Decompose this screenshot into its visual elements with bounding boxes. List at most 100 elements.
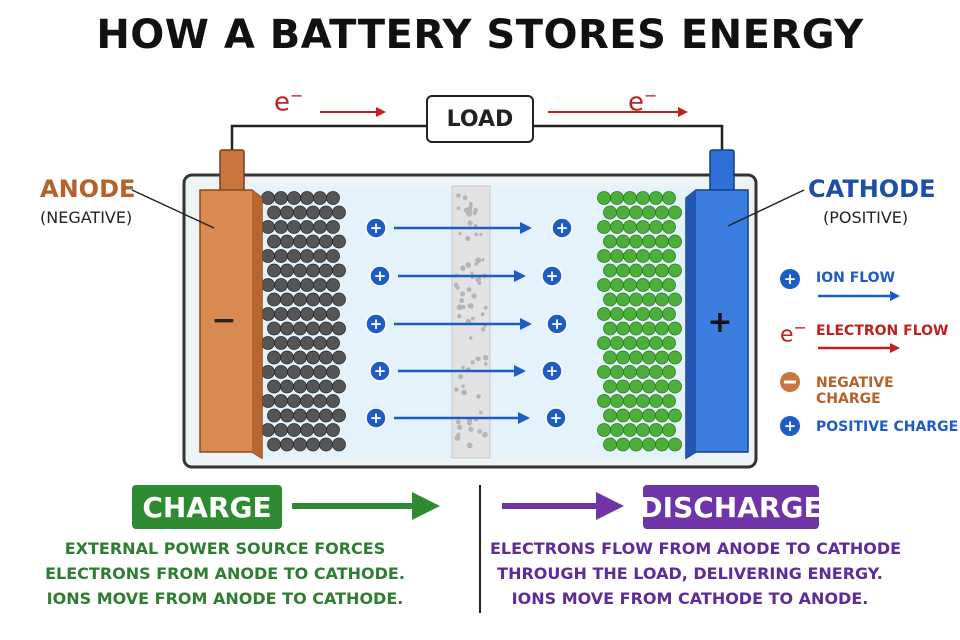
ion-icon xyxy=(545,407,567,429)
separator-pore xyxy=(479,410,483,415)
anode-particle xyxy=(287,278,301,292)
anode-particle xyxy=(326,220,340,234)
separator-pore xyxy=(467,304,472,308)
anode-particle xyxy=(280,379,294,394)
cathode-particle xyxy=(616,263,630,278)
cathode-particle xyxy=(655,292,669,307)
discharge-line: IONS MOVE FROM CATHODE TO ANODE. xyxy=(511,589,869,608)
cathode-particle xyxy=(642,437,656,452)
anode-particle xyxy=(300,249,314,263)
anode-particle xyxy=(313,191,327,205)
anode-particle xyxy=(326,394,340,408)
svg-text:+: + xyxy=(784,417,797,435)
anode-title: ANODE xyxy=(40,175,136,203)
anode-particle xyxy=(300,336,314,350)
anode-particle xyxy=(319,205,333,220)
anode-particle xyxy=(326,278,340,292)
ion-icon xyxy=(541,360,563,382)
charge-line: EXTERNAL POWER SOURCE FORCES xyxy=(64,539,386,558)
charge-line: IONS MOVE FROM ANODE TO CATHODE. xyxy=(46,589,404,608)
cathode-particle xyxy=(668,292,682,307)
anode-particle xyxy=(300,191,314,205)
cathode-particle xyxy=(668,263,682,278)
anode-particle xyxy=(326,191,340,205)
separator-pore xyxy=(475,257,482,264)
anode-particle xyxy=(293,437,307,452)
separator-pore xyxy=(470,271,474,275)
separator-pore xyxy=(456,193,461,198)
cathode-particle xyxy=(603,350,617,365)
separator-pore xyxy=(480,327,486,332)
ion-sign: + xyxy=(370,315,383,333)
legend-negative-charge-icon xyxy=(780,372,800,392)
separator-pore xyxy=(454,387,459,392)
electron-arrow-right xyxy=(548,107,688,117)
discharge-description: ELECTRONS FLOW FROM ANODE TO CATHODE THR… xyxy=(490,536,901,611)
legend-ion-flow-arrow xyxy=(818,291,900,301)
anode-particle xyxy=(274,336,288,350)
cathode-particle xyxy=(629,408,643,423)
anode-particle xyxy=(280,263,294,278)
cathode-particle xyxy=(623,220,637,234)
separator-pore xyxy=(468,426,474,432)
ion-icon xyxy=(365,217,387,239)
cathode-particle xyxy=(629,234,643,249)
legend-positive-charge-label: POSITIVE CHARGE xyxy=(816,419,959,435)
separator-pore xyxy=(474,232,479,237)
separator-pore xyxy=(481,258,485,262)
cathode-particle xyxy=(610,394,624,408)
separator-pore xyxy=(462,195,468,201)
cathode-particle xyxy=(623,249,637,263)
ion-arrow-head xyxy=(520,222,532,234)
anode-particle xyxy=(313,365,327,379)
ion-arrow-head xyxy=(514,365,526,377)
anode-particle xyxy=(300,220,314,234)
charge-description: EXTERNAL POWER SOURCE FORCES ELECTRONS F… xyxy=(40,536,410,611)
cathode-particle xyxy=(636,336,650,350)
anode-particle xyxy=(261,394,275,408)
anode-particle xyxy=(313,249,327,263)
anode-callout-line xyxy=(131,189,215,229)
cathode-particle xyxy=(623,394,637,408)
separator-pore xyxy=(465,262,472,268)
cathode-particle xyxy=(649,307,663,321)
cathode-particle xyxy=(668,205,682,220)
anode-electrode xyxy=(199,189,263,460)
ion-flow-row: ++ xyxy=(365,407,567,429)
separator-pore xyxy=(465,318,472,324)
cathode-particle xyxy=(603,205,617,220)
discharge-arrow xyxy=(502,492,624,520)
cathode-particle xyxy=(662,423,676,437)
cathode-particle xyxy=(662,307,676,321)
anode-particle xyxy=(293,292,307,307)
legend-ion-flow-label: ION FLOW xyxy=(816,270,896,286)
cathode-particle xyxy=(649,249,663,263)
anode-particle xyxy=(267,321,281,336)
separator-pore xyxy=(466,287,472,292)
electron-arrow-left xyxy=(320,107,386,117)
legend-electron-flow-label: ELECTRON FLOW xyxy=(816,323,949,339)
cathode-subtitle: (POSITIVE) xyxy=(823,208,909,227)
ion-flow-rows: ++++++++++ xyxy=(365,217,573,429)
cathode-particle xyxy=(623,423,637,437)
anode-particle xyxy=(332,379,346,394)
ion-sign: + xyxy=(550,409,563,427)
separator-pore xyxy=(454,434,461,441)
cathode-particle xyxy=(603,234,617,249)
anode-particle xyxy=(332,263,346,278)
anode-particle xyxy=(313,307,327,321)
cathode-particle xyxy=(610,249,624,263)
anode-particle xyxy=(313,220,327,234)
cathode-particle xyxy=(629,321,643,336)
separator-pore xyxy=(482,354,489,361)
ion-sign: + xyxy=(556,219,569,237)
anode-particle xyxy=(274,307,288,321)
legend-electron-flow-arrow xyxy=(818,343,900,353)
cathode-particle xyxy=(629,205,643,220)
cathode-particle xyxy=(642,321,656,336)
cathode-particle xyxy=(655,263,669,278)
cathode-particle xyxy=(603,408,617,423)
anode-particle xyxy=(293,263,307,278)
load-label: LOAD xyxy=(446,106,514,132)
